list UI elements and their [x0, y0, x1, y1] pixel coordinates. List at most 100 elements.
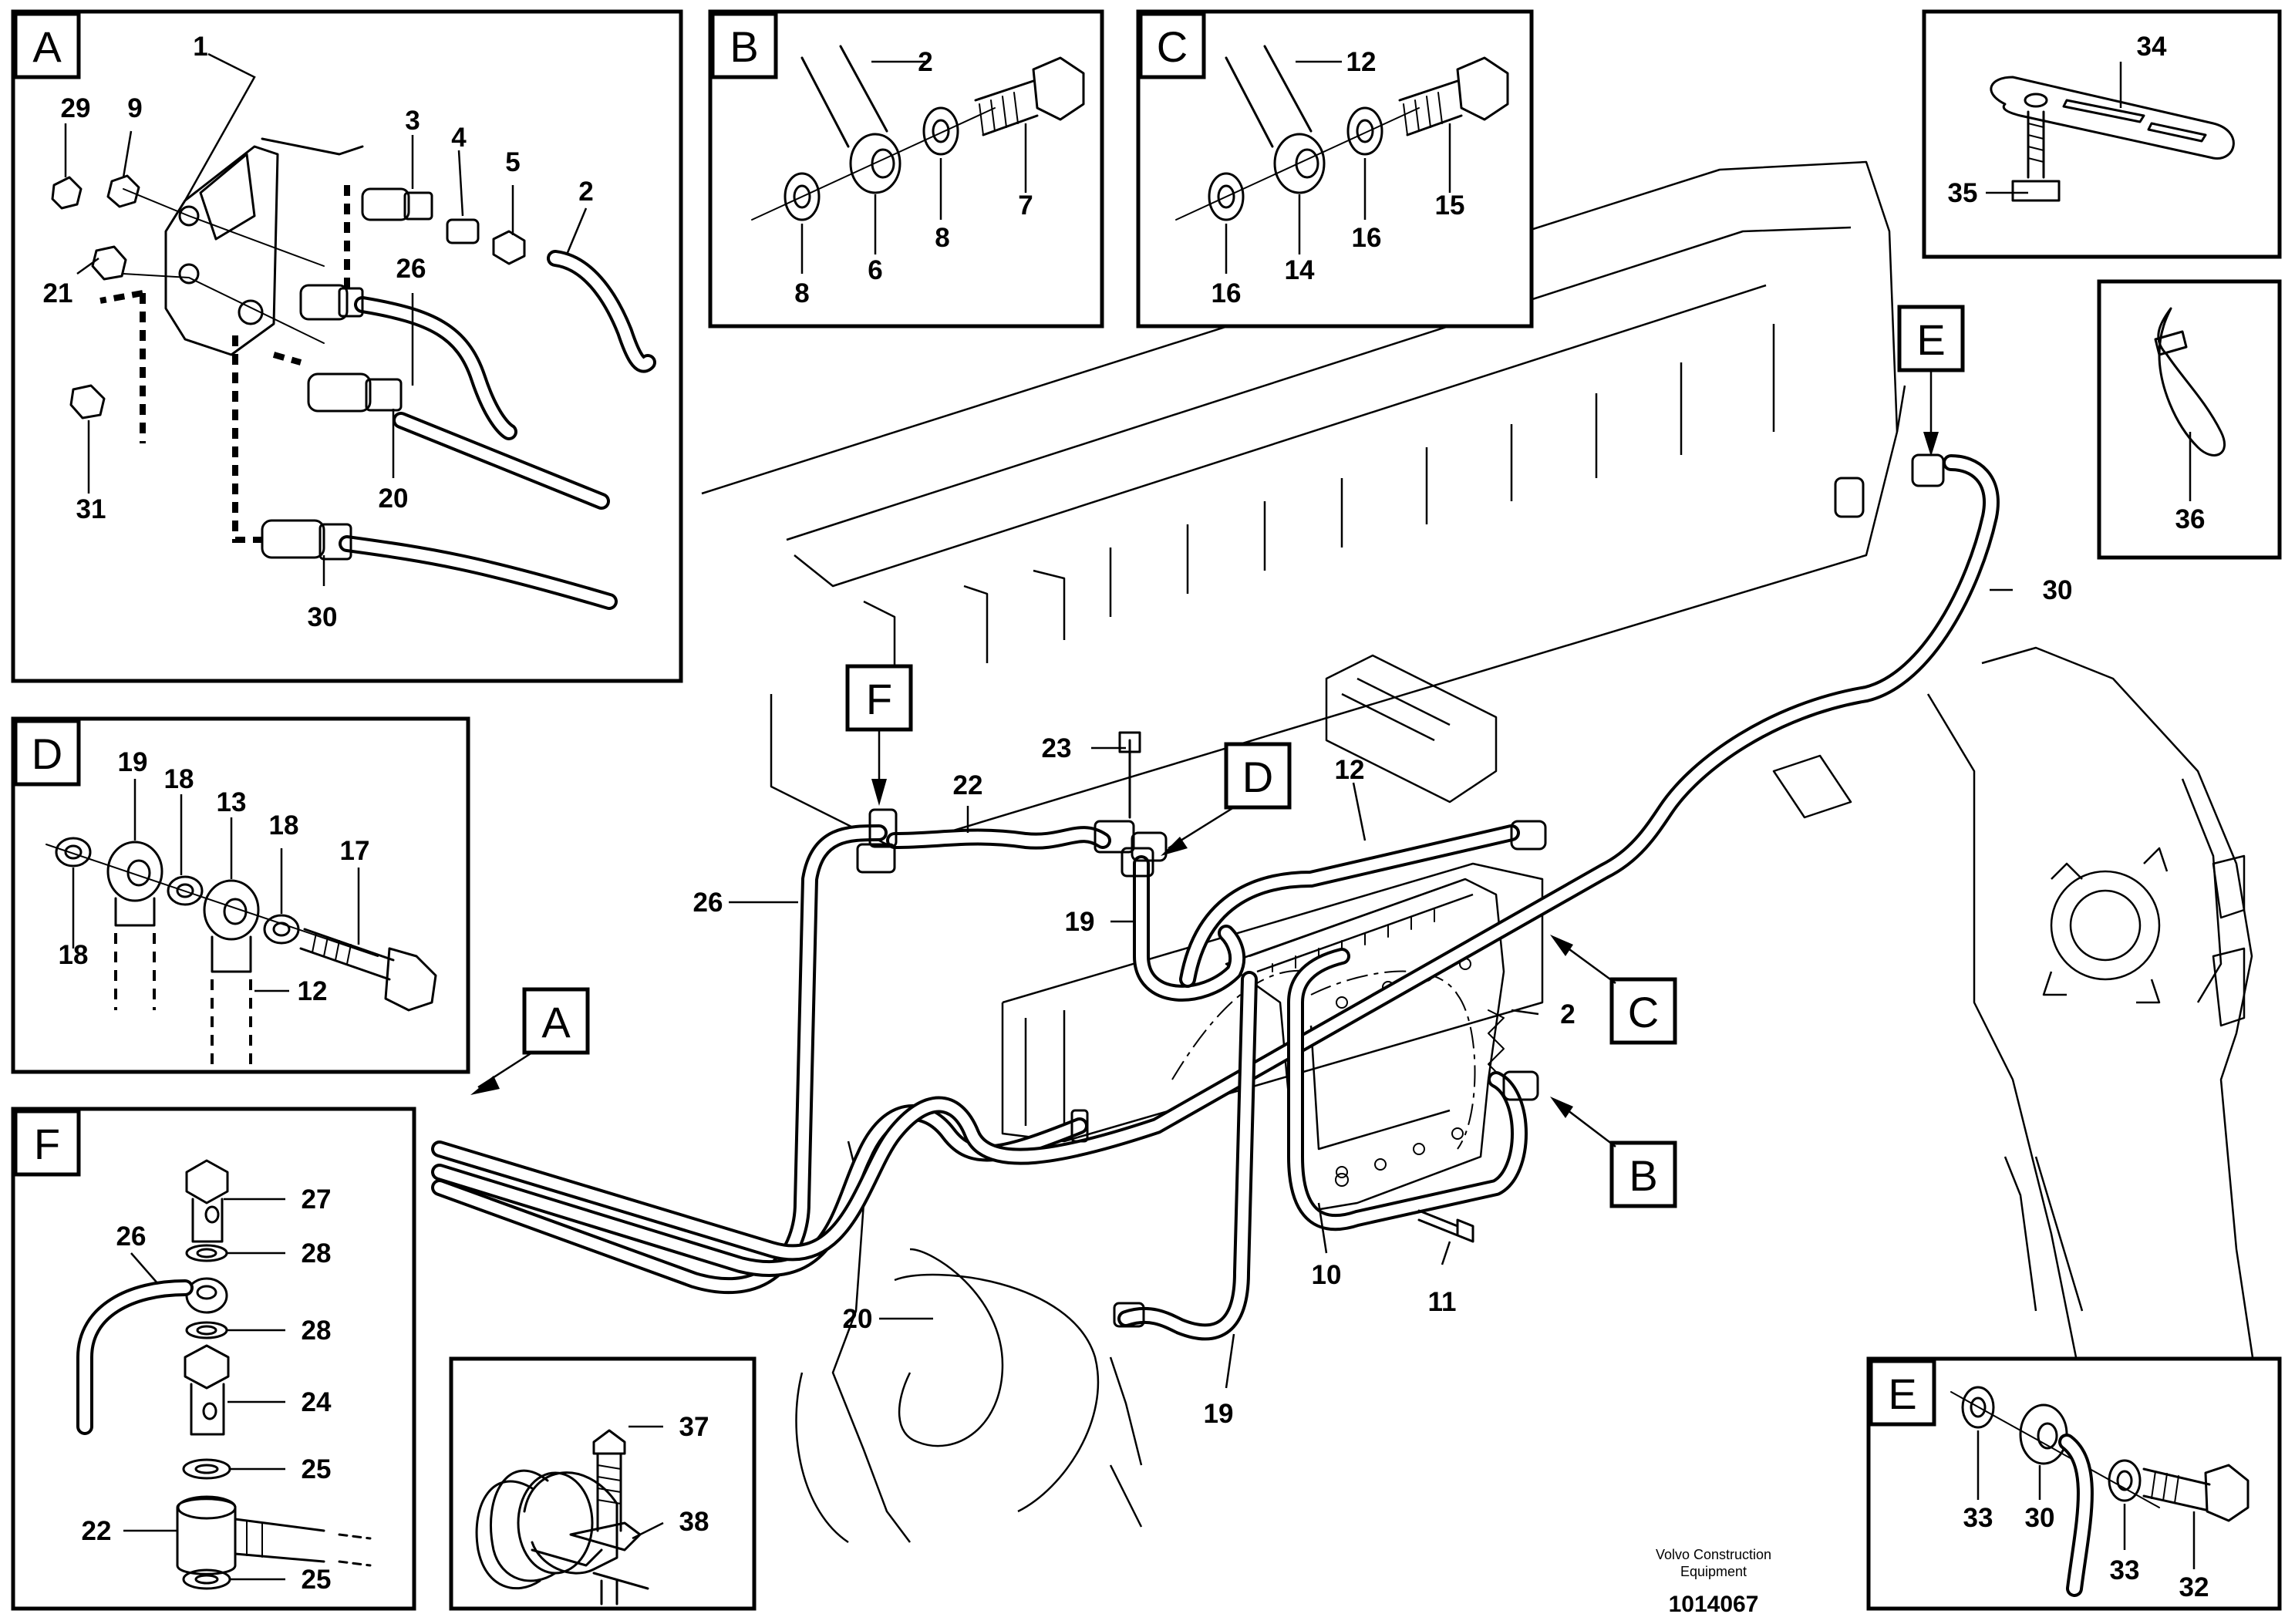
panel-F-letter: F: [34, 1120, 60, 1168]
panel-A-letter: A: [32, 22, 62, 71]
panel-E-letter: E: [1888, 1370, 1916, 1418]
label-E-33b: 33: [2110, 1555, 2140, 1585]
label-A-5: 5: [505, 147, 520, 177]
main-callouts: F D A C B E: [470, 305, 1965, 1208]
label-C-16: 16: [1352, 223, 1382, 253]
panel-B: B 2 7 8 6 8: [708, 9, 1104, 329]
callout-C-letter: C: [1628, 988, 1659, 1036]
label-A-1: 1: [193, 32, 207, 62]
panel-D-letter-box: [13, 719, 81, 787]
callout-B-box: [1609, 1141, 1677, 1208]
panel-F: F 27 26: [11, 1107, 416, 1611]
panel-strap: 34 35: [1922, 9, 2282, 259]
panel-A-letter-box: [13, 12, 81, 79]
footer: Volvo Construction Equipment 1014067: [1656, 1547, 1771, 1617]
callout-F-box: [845, 664, 913, 732]
label-main-19: 19: [1065, 907, 1095, 937]
label-D-13: 13: [217, 787, 247, 817]
label-F-24: 24: [302, 1387, 332, 1417]
label-F-26: 26: [116, 1221, 147, 1252]
label-B-6: 6: [868, 255, 882, 285]
label-F-27: 27: [302, 1184, 332, 1215]
label-F-28: 28: [302, 1238, 332, 1269]
callout-B-letter: B: [1629, 1151, 1657, 1200]
panel-D-letter: D: [32, 729, 62, 778]
callout-A-letter: A: [541, 998, 571, 1046]
label-A-9: 9: [127, 93, 142, 123]
label-C-14: 14: [1285, 255, 1315, 285]
label-main-19b: 19: [1204, 1399, 1234, 1429]
label-35: 35: [1948, 178, 1978, 208]
label-F-28b: 28: [302, 1316, 332, 1346]
callout-F-letter: F: [866, 675, 892, 723]
footer-document-number: 1014067: [1669, 1592, 1759, 1617]
label-B-8: 8: [935, 223, 949, 253]
label-E-30: 30: [2025, 1503, 2055, 1533]
label-main-20: 20: [843, 1304, 873, 1334]
label-C-16b: 16: [1212, 278, 1242, 308]
callout-E-letter: E: [1916, 315, 1945, 364]
label-D-18: 18: [164, 764, 194, 794]
label-A-29: 29: [61, 93, 91, 123]
main-fittings: [856, 453, 1945, 1328]
panel-clamp: 37 38: [449, 1356, 757, 1611]
panel-B-letter-box: [710, 12, 778, 79]
panel-A: A: [11, 9, 683, 683]
footer-caption-line2: Equipment: [1680, 1564, 1747, 1579]
label-A-21: 21: [43, 278, 73, 308]
label-D-19: 19: [118, 747, 148, 777]
label-F-25: 25: [302, 1454, 332, 1484]
label-A-26: 26: [396, 254, 426, 284]
label-34: 34: [2137, 32, 2167, 62]
label-main-26: 26: [693, 888, 723, 918]
label-main-22: 22: [953, 770, 983, 800]
label-38: 38: [679, 1507, 709, 1537]
label-C-12: 12: [1346, 47, 1377, 77]
panel-C-letter: C: [1157, 22, 1188, 71]
label-C-15: 15: [1435, 190, 1465, 221]
label-B-7: 7: [1018, 190, 1033, 221]
label-A-2: 2: [578, 177, 593, 207]
label-F-22: 22: [82, 1516, 112, 1546]
label-A-20: 20: [379, 483, 409, 514]
footer-caption-line1: Volvo Construction: [1656, 1547, 1771, 1562]
label-main-12: 12: [1335, 755, 1365, 785]
label-A-3: 3: [405, 106, 420, 136]
callout-A-box: [522, 987, 590, 1055]
cooler-element: [1225, 878, 1505, 1212]
label-A-30: 30: [308, 602, 338, 632]
label-F-25b: 25: [302, 1565, 332, 1595]
label-E-33: 33: [1963, 1503, 1993, 1533]
label-37: 37: [679, 1412, 709, 1442]
panel-B-letter: B: [730, 22, 758, 71]
engine-outline: [701, 160, 2261, 1544]
label-A-4: 4: [451, 123, 467, 153]
panel-F-letter-box: [13, 1109, 81, 1177]
main-labels: 23 22 12 30 26 19 2 10 11 20 19: [693, 575, 2073, 1429]
label-main-11: 11: [1428, 1287, 1457, 1317]
label-A-31: 31: [76, 494, 106, 524]
label-main-10: 10: [1312, 1260, 1342, 1290]
callout-E-box: [1897, 305, 1965, 372]
panel-E: E 33 30 33 32: [1866, 1356, 2282, 1611]
label-D-12: 12: [298, 976, 328, 1006]
panel-E-letter-box: [1869, 1359, 1936, 1427]
label-36: 36: [2175, 504, 2206, 534]
label-B-2: 2: [918, 47, 932, 77]
callout-D-letter: D: [1242, 753, 1273, 801]
panel-C: C 12 15 16 14 16: [1136, 9, 1534, 329]
label-main-23: 23: [1042, 733, 1072, 763]
label-B-8b: 8: [794, 278, 809, 308]
label-main-2: 2: [1560, 999, 1575, 1029]
label-D-18c: 18: [59, 940, 89, 970]
label-D-18b: 18: [269, 810, 299, 841]
panel-D: D 19 18 13 18 17 18 12: [11, 716, 470, 1074]
label-main-30: 30: [2043, 575, 2073, 605]
label-D-17: 17: [340, 836, 370, 866]
panel-C-letter-box: [1138, 12, 1206, 79]
main-hoses: [431, 454, 2000, 1341]
panel-cable-tie: 36: [2097, 279, 2282, 560]
callout-C-box: [1609, 977, 1677, 1045]
callout-D-box: [1224, 742, 1292, 810]
